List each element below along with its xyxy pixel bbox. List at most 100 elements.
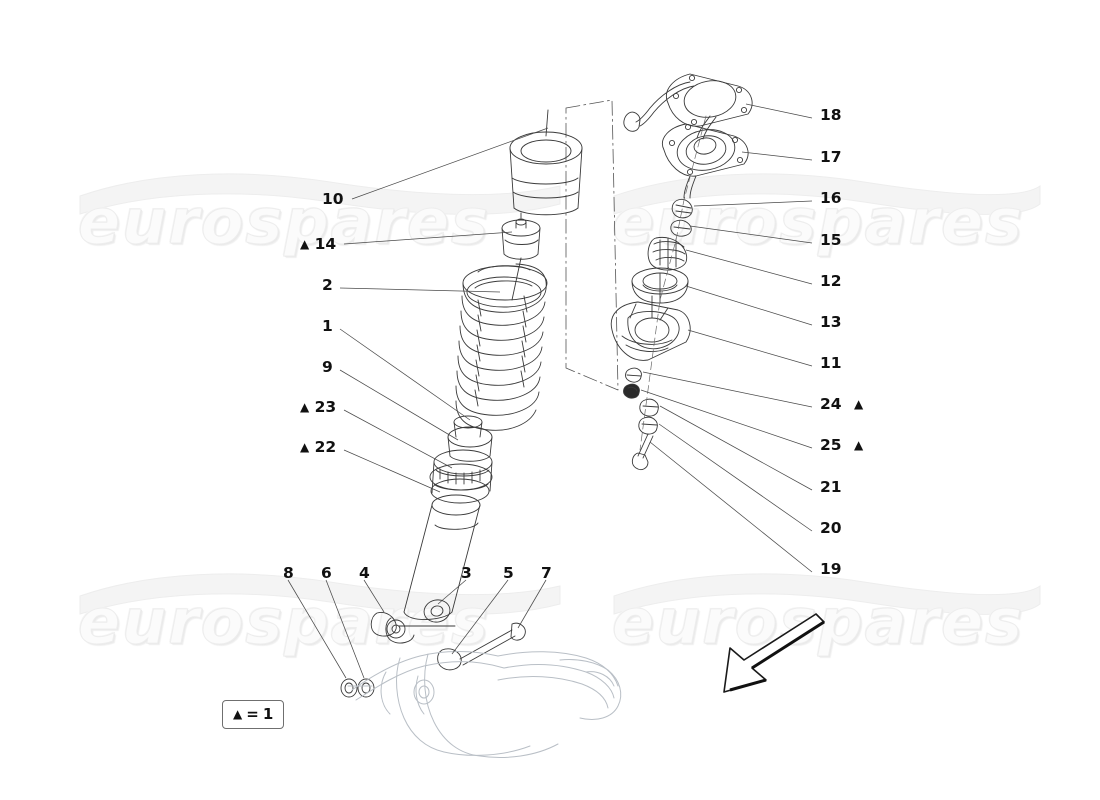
legend-value: 1 <box>262 705 274 723</box>
leader-13 <box>685 285 813 326</box>
leader-6 <box>325 579 365 679</box>
callout-12[interactable]: 12 <box>820 272 842 290</box>
bolt-19-part <box>631 433 654 471</box>
callout-number: 1 <box>322 317 333 335</box>
triangle-icon: ▲ <box>300 440 310 454</box>
callout-8[interactable]: 8 <box>283 564 294 582</box>
callout-3[interactable]: 3 <box>461 564 472 582</box>
callout-13[interactable]: 13 <box>820 313 842 331</box>
callout-21[interactable]: 21 <box>820 478 842 496</box>
leader-12 <box>685 249 813 285</box>
callout-number: 17 <box>820 148 842 166</box>
callout-number: 13 <box>820 313 842 331</box>
upper-cup-part <box>631 267 689 304</box>
leader-21 <box>659 405 813 491</box>
callout-22[interactable]: ▲ 22 <box>300 439 336 456</box>
seal-25-part <box>623 383 640 399</box>
callout-number: 20 <box>820 519 842 537</box>
triangle-icon: ▲ <box>300 237 310 251</box>
callout-number: 11 <box>820 354 842 372</box>
upper-washer-part <box>670 219 692 237</box>
triangle-icon: ▲ <box>853 397 864 411</box>
leader-16 <box>693 200 813 207</box>
callout-number: 12 <box>820 272 842 290</box>
callout-23[interactable]: ▲ 23 <box>300 398 337 416</box>
upper-gasket-plate-part <box>623 73 753 132</box>
nut-20-part <box>638 416 658 435</box>
strut-bracket-part <box>610 295 691 361</box>
leader-4 <box>363 579 385 613</box>
leader-25 <box>640 389 813 449</box>
leader-3 <box>437 579 467 605</box>
callout-number: 10 <box>322 190 344 208</box>
leader-18 <box>745 103 813 119</box>
callout-number: 18 <box>820 106 842 124</box>
upper-rubber-bush-part <box>647 236 688 271</box>
leader-14 <box>343 231 513 245</box>
callout-number: 3 <box>461 564 472 582</box>
leader-23 <box>343 409 453 469</box>
callout-9[interactable]: 9 <box>322 359 333 376</box>
callout-14[interactable]: ▲ 14 <box>300 235 337 253</box>
callout-number: 8 <box>283 564 294 582</box>
leader-15 <box>689 225 813 244</box>
leader-10 <box>351 127 549 200</box>
leader-lines <box>287 103 813 679</box>
callout-24[interactable]: 24 ▲ <box>820 395 864 413</box>
nut-21-part <box>639 398 659 417</box>
legend-box: ▲=1 <box>222 700 285 729</box>
triangle-icon: ▲ <box>300 400 310 414</box>
callout-25[interactable]: 25 ▲ <box>820 436 864 454</box>
callout-number: 25 <box>820 436 842 454</box>
callout-17[interactable]: 17 <box>820 148 842 166</box>
leader-9 <box>339 369 459 441</box>
callout-number: 21 <box>820 478 842 496</box>
spring-upper-seat-part <box>447 415 493 462</box>
callout-number: 14 <box>314 235 337 253</box>
leader-7 <box>517 579 547 629</box>
callout-number: 6 <box>321 564 332 582</box>
shock-top-mount-part <box>662 115 749 199</box>
upper-nut-part <box>671 198 693 219</box>
callout-number: 19 <box>820 560 842 578</box>
small-washer-24-part <box>625 367 642 383</box>
assembly-boundary-box <box>565 99 619 391</box>
callout-15[interactable]: 15 <box>820 231 842 249</box>
callout-2[interactable]: 2 <box>322 276 333 294</box>
callout-number: 4 <box>359 564 370 582</box>
dust-boot-part <box>509 109 583 216</box>
callout-number: 2 <box>322 276 333 294</box>
callout-11[interactable]: 11 <box>820 354 842 372</box>
mount-stack-centerline <box>639 115 707 451</box>
leader-22 <box>343 449 441 493</box>
legend-equals: = <box>246 705 259 723</box>
leader-11 <box>687 329 813 367</box>
callout-7[interactable]: 7 <box>541 564 552 582</box>
callout-20[interactable]: 20 <box>820 519 842 537</box>
callout-5[interactable]: 5 <box>503 564 514 582</box>
leader-24 <box>642 371 813 408</box>
leader-2 <box>339 287 501 293</box>
triangle-icon: ▲ <box>233 707 243 721</box>
direction-arrow-icon <box>723 613 825 693</box>
callout-18[interactable]: 18 <box>820 106 842 124</box>
callout-1[interactable]: 1 <box>322 317 333 335</box>
leader-8 <box>287 579 347 679</box>
triangle-icon: ▲ <box>853 438 864 452</box>
callout-number: 15 <box>820 231 842 249</box>
callout-number: 7 <box>541 564 552 582</box>
callout-19[interactable]: 19 <box>820 560 842 578</box>
callout-number: 5 <box>503 564 514 582</box>
callout-6[interactable]: 6 <box>321 564 332 582</box>
callout-16[interactable]: 16 <box>820 190 842 207</box>
lower-mount-hardware <box>340 599 526 698</box>
callout-10[interactable]: 10 <box>322 190 344 208</box>
seal-25-highlight <box>627 386 638 392</box>
callout-number: 24 <box>820 395 842 413</box>
callout-number: 23 <box>314 398 337 416</box>
leader-5 <box>451 579 509 655</box>
suspension-arm-ghost <box>347 651 622 758</box>
callout-4[interactable]: 4 <box>359 564 370 582</box>
